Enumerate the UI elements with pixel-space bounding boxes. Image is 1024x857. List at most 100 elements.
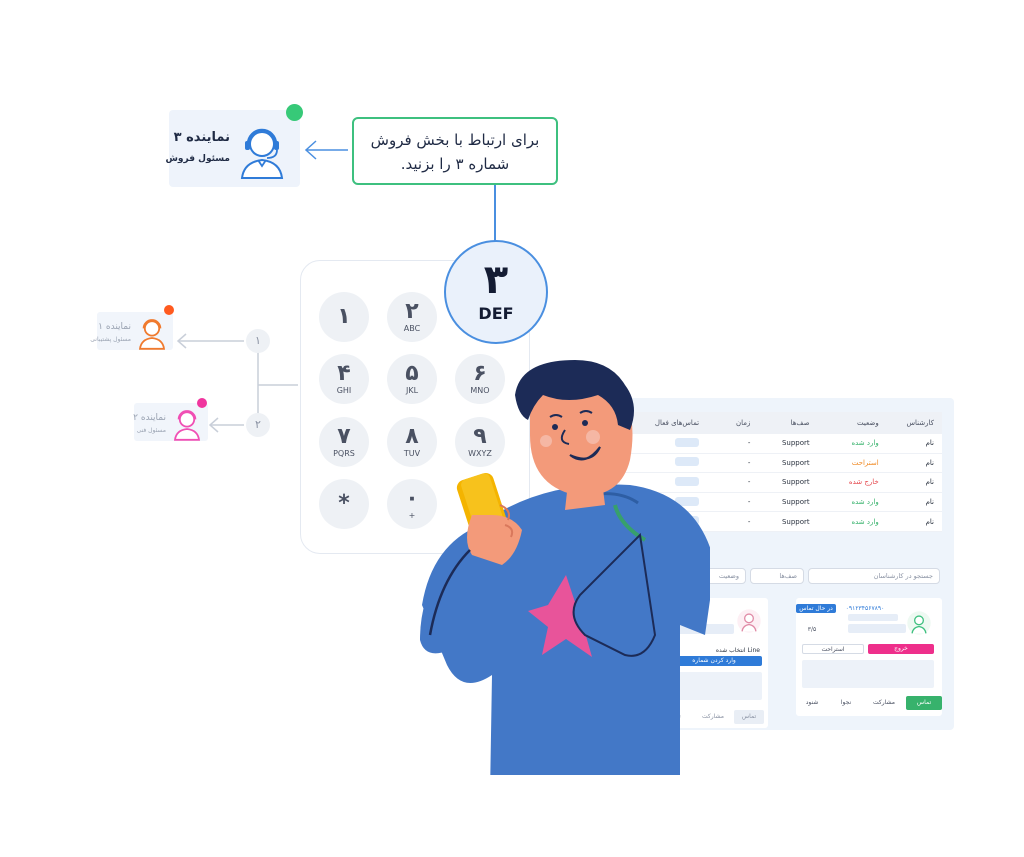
queue-cell: Support (781, 498, 810, 507)
time-cell: - (747, 458, 751, 467)
agent1-title: نماینده ۱ (98, 322, 131, 332)
key-letters: DEF (478, 304, 514, 323)
agent2-subtitle: مسئول فنی (136, 427, 166, 434)
branch-lines (176, 333, 298, 433)
active-calls-cell (628, 496, 700, 508)
rating: ۳/۵ (807, 626, 817, 633)
status-cell: وارد شده (851, 439, 879, 448)
headset-agent-icon (737, 609, 761, 633)
active-call-pill (675, 496, 700, 506)
table-header: کارشناس وضعیت صف‌ها زمان تماس‌های فعال (620, 412, 942, 434)
key-letters: PQRS (333, 449, 355, 458)
tab-participate[interactable]: مشارکت (701, 713, 725, 720)
status-dot (197, 398, 207, 408)
agent2-title: نماینده ۲ (133, 413, 166, 423)
exit-button[interactable]: خروج (868, 644, 934, 654)
status-cell: استراحت (851, 458, 879, 467)
key-letters: GHI (336, 386, 352, 395)
tab-participate[interactable]: مشارکت (872, 699, 896, 706)
tab-call[interactable]: تماس (734, 710, 764, 724)
table-row[interactable]: نام خارج شده Support - (620, 473, 942, 493)
headset-agent-icon (138, 319, 166, 350)
key-digit: ۵ (405, 361, 419, 386)
agent-subtitle: مسئول فروش (165, 154, 231, 164)
selected-line-label: انتخاب شده Line (715, 647, 760, 654)
key-letters: JKL (405, 386, 419, 395)
key-digit: ۴ (337, 361, 351, 386)
key-digit: * (338, 491, 350, 516)
option-1-circle: ۱ (246, 329, 270, 353)
time-cell: - (747, 517, 751, 526)
status-cell: وارد شده (851, 498, 879, 507)
agent-name-cell: نام (925, 498, 934, 507)
rest-button[interactable]: استراحت (802, 644, 864, 654)
option-2-circle: ۲ (246, 413, 270, 437)
time-cell: - (747, 498, 751, 507)
headset-agent-icon (907, 611, 931, 635)
key-letters: ABC (403, 324, 421, 333)
tab-whisper[interactable]: نجوا (840, 699, 852, 706)
queue-cell: Support (781, 517, 810, 526)
key-digit: ۱ (337, 304, 351, 329)
key-digit: ۹ (473, 424, 487, 449)
online-status-dot (286, 104, 303, 121)
queue-cell: Support (781, 478, 810, 487)
key-digit: ۰ (405, 486, 419, 511)
agent-name-cell: نام (925, 458, 934, 467)
headset-agent-icon (240, 128, 284, 179)
active-call-pill (675, 437, 700, 447)
keypad-key[interactable]: ۰+ (387, 479, 437, 529)
phone-number: ۰۹۱۲۳۴۵۶۷۸۹۰ (845, 605, 885, 612)
active-call-pill (675, 476, 700, 486)
col-time[interactable]: زمان (736, 419, 751, 427)
placeholder-bar (848, 624, 906, 633)
queue-cell: Support (781, 439, 810, 448)
active-calls-cell (628, 457, 700, 468)
col-queues[interactable]: صف‌ها (790, 419, 810, 427)
key-digit: ۲ (405, 299, 419, 324)
table-row[interactable]: نام وارد شده Support - (620, 493, 942, 513)
status-cell: وارد شده (851, 517, 879, 526)
tab-call[interactable]: تماس (906, 696, 942, 710)
agent-name-cell: نام (925, 439, 934, 448)
col-agent[interactable]: کارشناس (906, 419, 934, 427)
in-call-badge: در حال تماس (796, 604, 836, 613)
queue-cell: Support (781, 458, 810, 467)
search-input[interactable]: جستجو در کارشناسان (808, 568, 940, 584)
active-call-pill (675, 457, 700, 467)
col-status[interactable]: وضعیت (857, 419, 879, 427)
queue-filter[interactable]: صف‌ها (750, 568, 804, 584)
instruction-line-2: شماره ۳ را بزنید. (400, 155, 510, 173)
agent-title: نماینده ۳ (173, 130, 230, 145)
time-cell: - (747, 478, 751, 487)
status-cell: خارج شده (848, 478, 879, 487)
arrow-left-icon (304, 140, 348, 160)
status-filter[interactable]: وضعیت (700, 568, 746, 584)
key-digit: ۷ (337, 424, 351, 449)
key-digit: ۸ (405, 424, 419, 449)
tab-listen[interactable]: شنود (805, 699, 819, 706)
agents-table: کارشناس وضعیت صف‌ها زمان تماس‌های فعال ن… (620, 412, 942, 532)
keypad-key[interactable]: ۱ (319, 292, 369, 342)
sales-agent-card: نماینده ۳ مسئول فروش (165, 110, 300, 187)
agent-call-card: در حال تماس ۰۹۱۲۳۴۵۶۷۸۹۰ ۳/۵ استراحت خرو… (796, 598, 942, 716)
key-letters: MNO (470, 386, 490, 395)
table-row[interactable]: نام استراحت Support - (620, 454, 942, 474)
keypad-key-3-active[interactable]: ۳ DEF (444, 240, 548, 344)
enter-number-button[interactable]: وارد کردن شماره (666, 656, 762, 666)
key-letters: TUV (403, 449, 421, 458)
notes-area (666, 672, 762, 700)
agent-name-cell: نام (925, 478, 934, 487)
col-active-calls[interactable]: تماس‌های فعال (654, 419, 700, 427)
key-letters: WXYZ (468, 449, 492, 458)
connector-line (494, 185, 496, 241)
keypad-key[interactable]: * (319, 479, 369, 529)
